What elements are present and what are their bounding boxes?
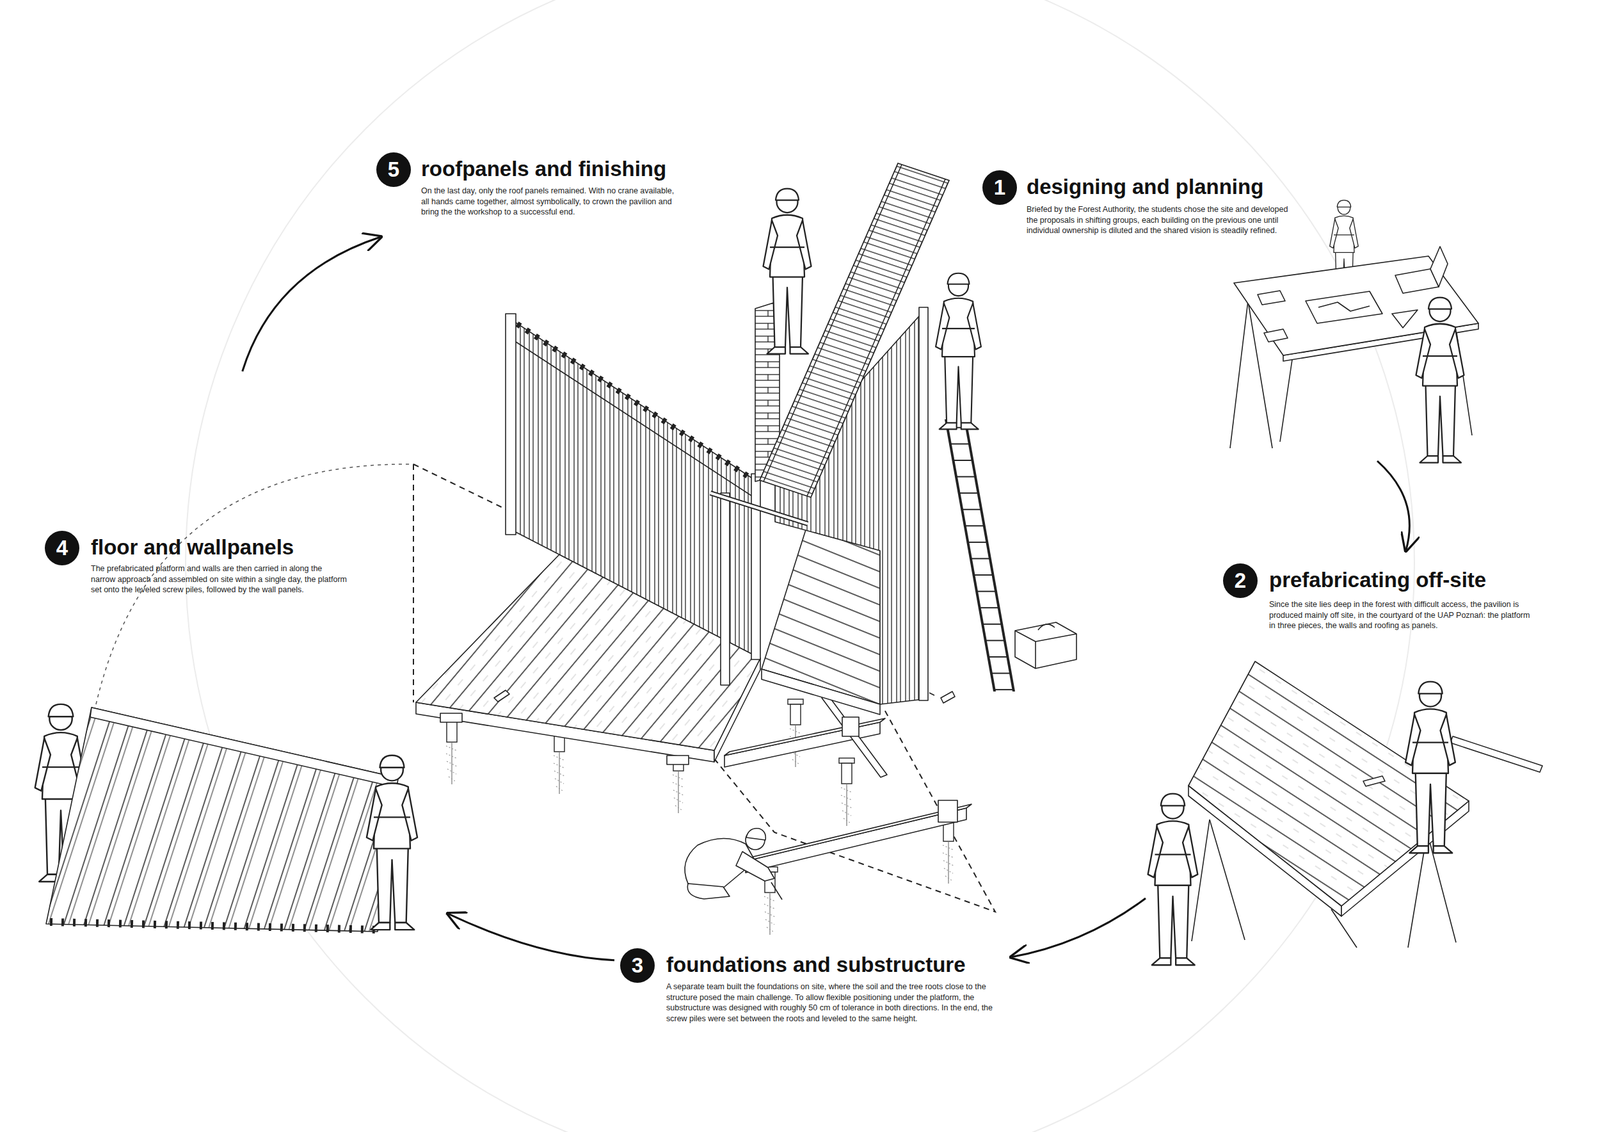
roof-rail [807, 179, 946, 496]
flow-arrow [1011, 897, 1146, 957]
handrail-fill [710, 492, 808, 524]
roof [759, 163, 950, 498]
person-arm [736, 851, 775, 881]
wall-post [751, 473, 761, 660]
step-heading: designing and planning [1026, 174, 1264, 200]
worker [935, 273, 982, 430]
worker [763, 188, 812, 354]
toolbox [929, 622, 1077, 703]
wall-post [505, 313, 516, 535]
step-node: 4 floor and wallpanelsThe prefabricated p… [38, 371, 448, 935]
toolbox-handle [1038, 624, 1055, 630]
beam [745, 807, 967, 873]
roof-rail [763, 164, 902, 482]
prefab-bench [1188, 661, 1543, 948]
plan-line [1318, 302, 1370, 312]
drill [494, 689, 510, 702]
flow-arrow [242, 236, 381, 372]
step-description: The prefabricated platform and walls are… [90, 563, 347, 596]
ladder [945, 419, 1014, 692]
worker [366, 755, 418, 930]
screwdriver [771, 881, 783, 900]
step-number: 4 [44, 530, 80, 566]
wall-panel-carried [46, 707, 399, 932]
toolbox-edge [1034, 641, 1037, 669]
step-number: 5 [376, 152, 411, 187]
toolbox-lid [1015, 630, 1077, 642]
picket-tops [517, 323, 752, 479]
step-number: 2 [1223, 563, 1258, 598]
handrail [710, 492, 808, 524]
loose-board [1450, 736, 1543, 772]
paper [1264, 328, 1288, 342]
panel-joists [49, 921, 378, 930]
sawhorse-leg [1230, 300, 1248, 448]
joist [666, 755, 689, 765]
worker [1416, 297, 1465, 463]
flow-arrow [448, 913, 615, 960]
panel-frame [90, 707, 399, 788]
step-heading: prefabricating off-site [1269, 567, 1487, 593]
guide-line [412, 464, 415, 703]
sawhorse-leg [1331, 908, 1357, 948]
sawhorse-leg [1209, 819, 1245, 940]
step-description: Briefed by the Forest Authority, the stu… [1026, 204, 1293, 237]
step-node: 2 prefabricating off-siteSince the site l… [1145, 550, 1575, 954]
cycle-circle [185, 0, 1415, 1132]
step-description: A separate team built the foundations on… [666, 981, 996, 1024]
screw-pile [787, 698, 804, 767]
laptop-screen [1430, 246, 1448, 287]
beam-top [745, 803, 972, 861]
set-square [1392, 309, 1418, 328]
toolbox-body [1015, 622, 1077, 669]
step-node: 5 roofpanels and finishing On the last day… [374, 150, 692, 237]
drill [929, 691, 955, 703]
guide-line [413, 464, 512, 512]
wall-rail [512, 339, 756, 498]
screw-pile [444, 716, 460, 784]
post-block [938, 800, 958, 822]
sawhorse-leg [1280, 355, 1293, 442]
step-number: 1 [982, 170, 1017, 205]
step-node: 3 foundations and substructure A separate … [614, 944, 1012, 1050]
step-heading: floor and wallpanels [90, 534, 294, 560]
screw-pile [940, 815, 957, 884]
plan-sheet [1305, 291, 1383, 324]
platform-piece [1188, 661, 1469, 906]
sawhorse-leg [1191, 819, 1210, 941]
person-helmet [746, 828, 766, 840]
worker [1405, 681, 1456, 854]
panel [46, 707, 399, 932]
step-heading: roofpanels and finishing [421, 156, 667, 182]
worker [1148, 793, 1199, 966]
post-block [842, 716, 859, 736]
person-legs [687, 883, 730, 899]
rail-post [720, 492, 730, 685]
screw-pile [839, 757, 855, 826]
paper [1257, 290, 1286, 305]
ladder-rungs [945, 419, 1014, 692]
hammer [1363, 775, 1385, 786]
ladder-rail [965, 419, 1014, 692]
walkway-edge [761, 668, 880, 715]
step-description: On the last day, only the roof panels re… [421, 185, 684, 218]
wall-post [919, 307, 928, 701]
step-number: 3 [620, 947, 655, 983]
ladder-rail [945, 419, 995, 692]
step-description: Since the site lies deep in the forest w… [1269, 599, 1538, 632]
joist [440, 712, 463, 722]
flow-arrow [1377, 460, 1410, 551]
kneeling-person [684, 828, 783, 900]
carry-path [96, 464, 414, 704]
substructure [724, 695, 972, 873]
step-heading: foundations and substructure [666, 951, 966, 978]
wall-panel [512, 320, 756, 656]
roof-panel [759, 163, 950, 498]
step-node: 1 designing and planningBriefed by the Fo… [979, 169, 1492, 461]
